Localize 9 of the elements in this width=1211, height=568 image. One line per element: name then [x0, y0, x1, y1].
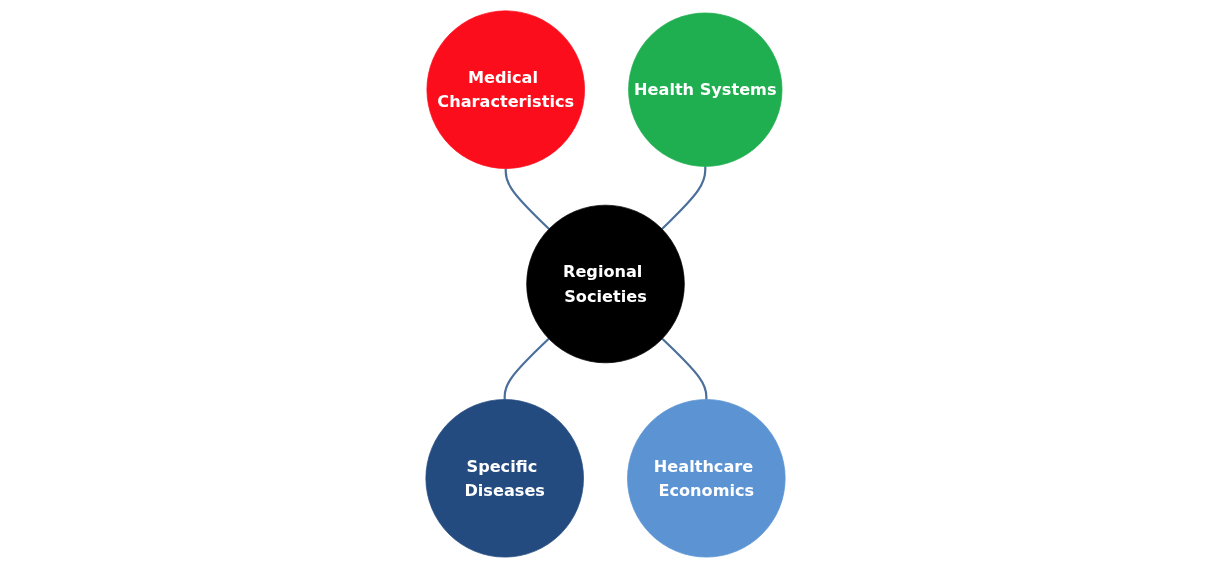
node-circle: Healthcare Economics	[627, 399, 786, 558]
node-circle: Health Systems	[628, 12, 783, 167]
connector	[661, 166, 707, 230]
node-circle: Regional Societies	[526, 204, 685, 364]
connector	[504, 168, 550, 230]
connector	[661, 337, 708, 400]
connector	[503, 337, 550, 400]
node-circle: Specific Diseases	[425, 399, 584, 558]
node-circle: Medical Characteristics	[426, 10, 585, 169]
